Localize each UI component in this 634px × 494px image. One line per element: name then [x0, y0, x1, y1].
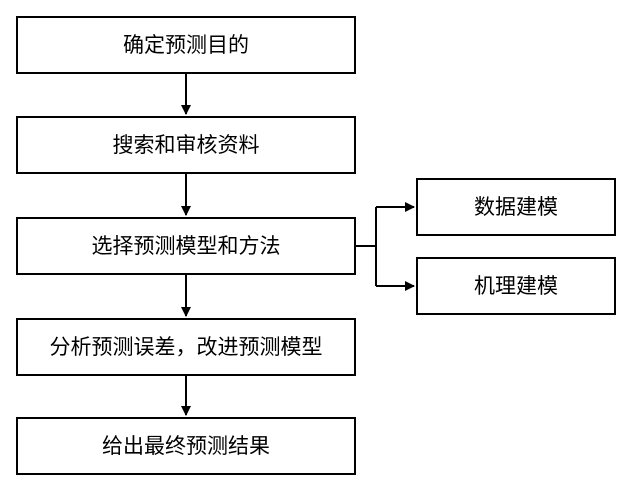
step-label: 给出最终预测结果 — [102, 433, 270, 458]
branch-mechanism-modeling: 机理建模 — [416, 257, 616, 315]
step-label: 确定预测目的 — [123, 32, 249, 57]
step-label: 选择预测模型和方法 — [91, 233, 281, 258]
branch-label: 机理建模 — [474, 273, 558, 298]
step-determine-purpose: 确定预测目的 — [16, 16, 356, 74]
step-search-review-data: 搜索和审核资料 — [16, 116, 356, 174]
step-label: 搜索和审核资料 — [112, 132, 260, 157]
step-select-model-method: 选择预测模型和方法 — [16, 217, 356, 275]
branch-label: 数据建模 — [474, 194, 558, 219]
step-analyze-error-improve: 分析预测误差，改进预测模型 — [16, 318, 356, 376]
branch-data-modeling: 数据建模 — [416, 178, 616, 236]
step-final-result: 给出最终预测结果 — [16, 417, 356, 475]
step-label: 分析预测误差，改进预测模型 — [49, 334, 323, 359]
